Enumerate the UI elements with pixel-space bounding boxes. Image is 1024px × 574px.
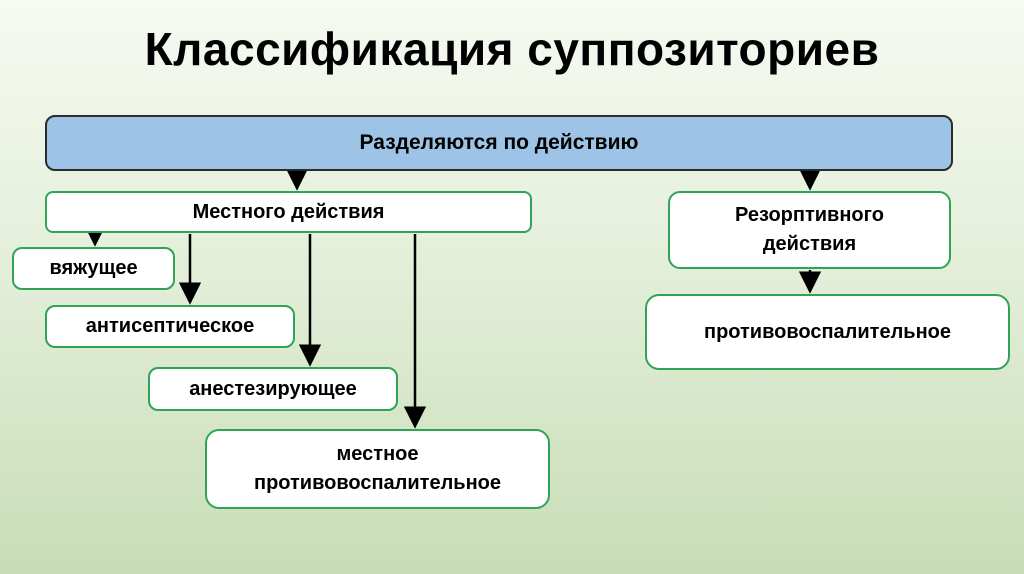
node-astringent-label: вяжущее: [49, 257, 138, 279]
node-antiinflammatory-label: противовоспалительное: [703, 320, 951, 343]
node-local-action: Местного действия: [45, 191, 532, 233]
node-astringent: вяжущее: [12, 247, 175, 290]
node-anesthetic: анестезирующее: [148, 367, 398, 411]
node-resorptive-label: Резорптивного действия: [735, 204, 884, 255]
node-root-label: Разделяются по действию: [359, 130, 639, 154]
node-antiinflammatory: противовоспалительное: [645, 294, 1010, 370]
node-local-antiinflammatory: местное противовоспалительное: [205, 429, 550, 509]
node-antiseptic: антисептическое: [45, 305, 295, 348]
node-anesthetic-label: анестезирующее: [189, 377, 357, 400]
node-root-action: Разделяются по действию: [45, 115, 953, 171]
node-antiseptic-label: антисептическое: [85, 315, 255, 337]
node-resorptive-action: Резорптивного действия: [668, 191, 951, 269]
node-local-label: Местного действия: [192, 200, 385, 223]
slide-title: Классификация суппозиториев: [144, 23, 880, 75]
node-local-antiinflammatory-label: местное противовоспалительное: [253, 443, 501, 494]
